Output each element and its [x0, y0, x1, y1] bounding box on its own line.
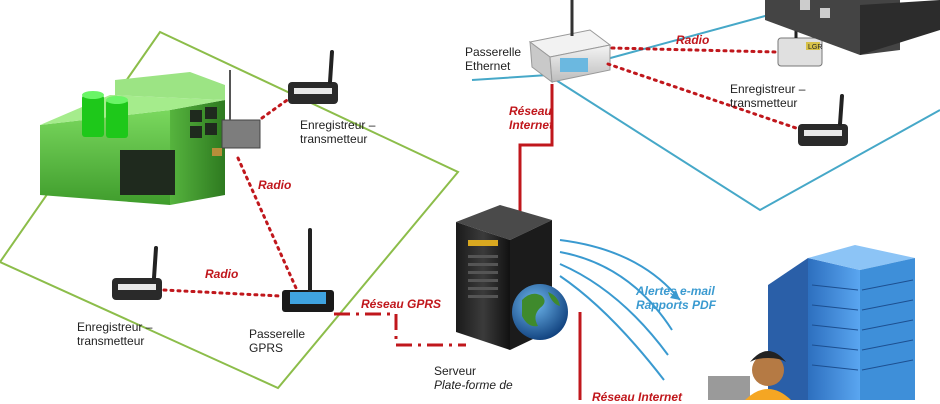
factory-icon — [40, 70, 261, 205]
alerts-line1: Alertes e-mail — [636, 284, 715, 298]
logger-top-left-line1: Enregistreur – — [300, 118, 376, 132]
server-line1: Serveur — [434, 364, 477, 378]
ethernet-gateway-icon — [528, 0, 612, 84]
server-line2: Plate-forme de — [434, 378, 513, 392]
network-internet-bottom-label: Réseau Internet — [592, 390, 683, 404]
logger-top-left-line2: transmetteur — [300, 132, 368, 146]
radio-label-3: Radio — [676, 33, 710, 47]
logger-icon-top-left — [288, 50, 338, 104]
network-links — [334, 84, 582, 400]
radio-links — [162, 46, 798, 298]
gprs-gateway-label: Passerelle GPRS — [249, 327, 305, 355]
logger-bottom-left-line2: transmetteur — [77, 334, 145, 348]
building-icon-top-right — [765, 0, 940, 55]
logger-top-right-line2: transmetteur — [730, 96, 798, 110]
alerts-label: Alertes e-mail Rapports PDF — [636, 284, 716, 312]
gprs-gateway-line1: Passerelle — [249, 327, 306, 341]
user-avatar-icon — [708, 351, 791, 400]
ethernet-gateway-line1: Passerelle — [465, 45, 522, 59]
logger-top-right-label: Enregistreur – transmetteur — [730, 82, 805, 110]
network-internet-top-line2: Internet — [509, 118, 554, 132]
alerts-line2: Rapports PDF — [636, 298, 717, 312]
server-label: Serveur Plate-forme de — [434, 364, 513, 392]
ethernet-gateway-line2: Ethernet — [465, 59, 511, 73]
logger-bottom-left-label: Enregistreur – transmetteur — [77, 320, 152, 348]
gprs-gateway-icon — [282, 228, 334, 312]
network-internet-top-line1: Réseau — [509, 104, 552, 118]
network-gprs-label: Réseau GPRS — [361, 297, 442, 311]
alert-arrows — [559, 239, 681, 381]
logger-icon-right-lower — [798, 94, 848, 146]
globe-icon — [512, 284, 568, 340]
logger-top-left-label: Enregistreur – transmetteur — [300, 118, 375, 146]
radio-label-2: Radio — [205, 267, 239, 281]
radio-label-1: Radio — [258, 178, 292, 192]
logger-bottom-left-line1: Enregistreur – — [77, 320, 153, 334]
logger-icon-top-right: LGR — [777, 10, 823, 67]
gprs-gateway-line2: GPRS — [249, 341, 284, 355]
ethernet-gateway-label: Passerelle Ethernet — [465, 45, 521, 73]
logger-top-right-line1: Enregistreur – — [730, 82, 806, 96]
logger-icon-bottom-left — [112, 246, 162, 300]
network-internet-top-label: Réseau Internet — [509, 104, 553, 132]
office-tower-icon — [768, 245, 915, 400]
zone-right-lower — [547, 74, 940, 212]
device-badge: LGR — [808, 44, 822, 51]
